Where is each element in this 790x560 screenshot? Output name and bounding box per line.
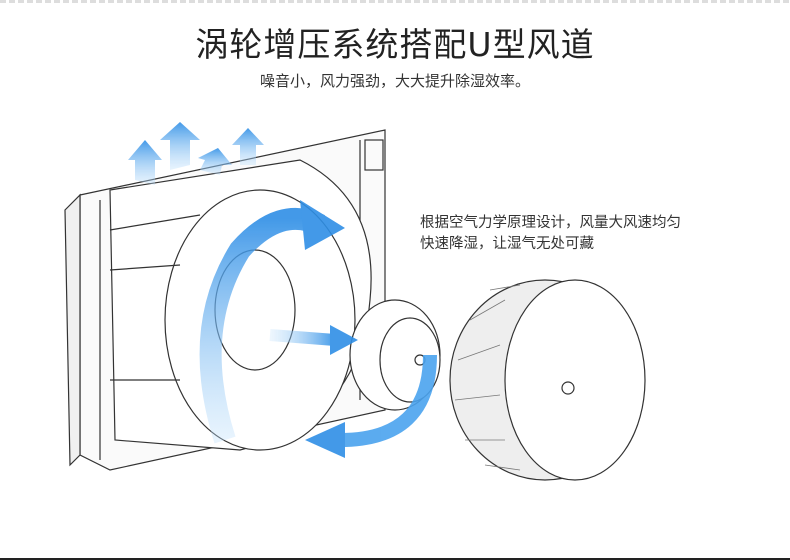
description-line-1: 根据空气力学原理设计，风量大风速均匀: [420, 215, 681, 231]
description-line-2: 快速降湿，让湿气无处可藏: [420, 236, 594, 252]
arrow-up-icon: [160, 122, 200, 170]
impeller-wheel: [449, 279, 646, 481]
arrow-head-icon: [300, 200, 345, 250]
page-title: 涡轮增压系统搭配U型风道: [195, 25, 595, 64]
page-subtitle: 噪音小，风力强劲，大大提升除湿效率。: [259, 72, 530, 90]
arrow-up-icon: [198, 148, 232, 175]
feature-description: 根据空气力学原理设计，风量大风速均匀 快速降湿，让湿气无处可藏: [420, 213, 681, 255]
top-divider: [0, 0, 790, 3]
airflow-arrows: [128, 122, 437, 458]
arrow-up-icon: [128, 140, 162, 185]
motor: [349, 299, 441, 411]
swirl-arrow: [199, 207, 325, 444]
bottom-divider: [0, 558, 790, 560]
arrow-up-icon: [232, 128, 264, 165]
